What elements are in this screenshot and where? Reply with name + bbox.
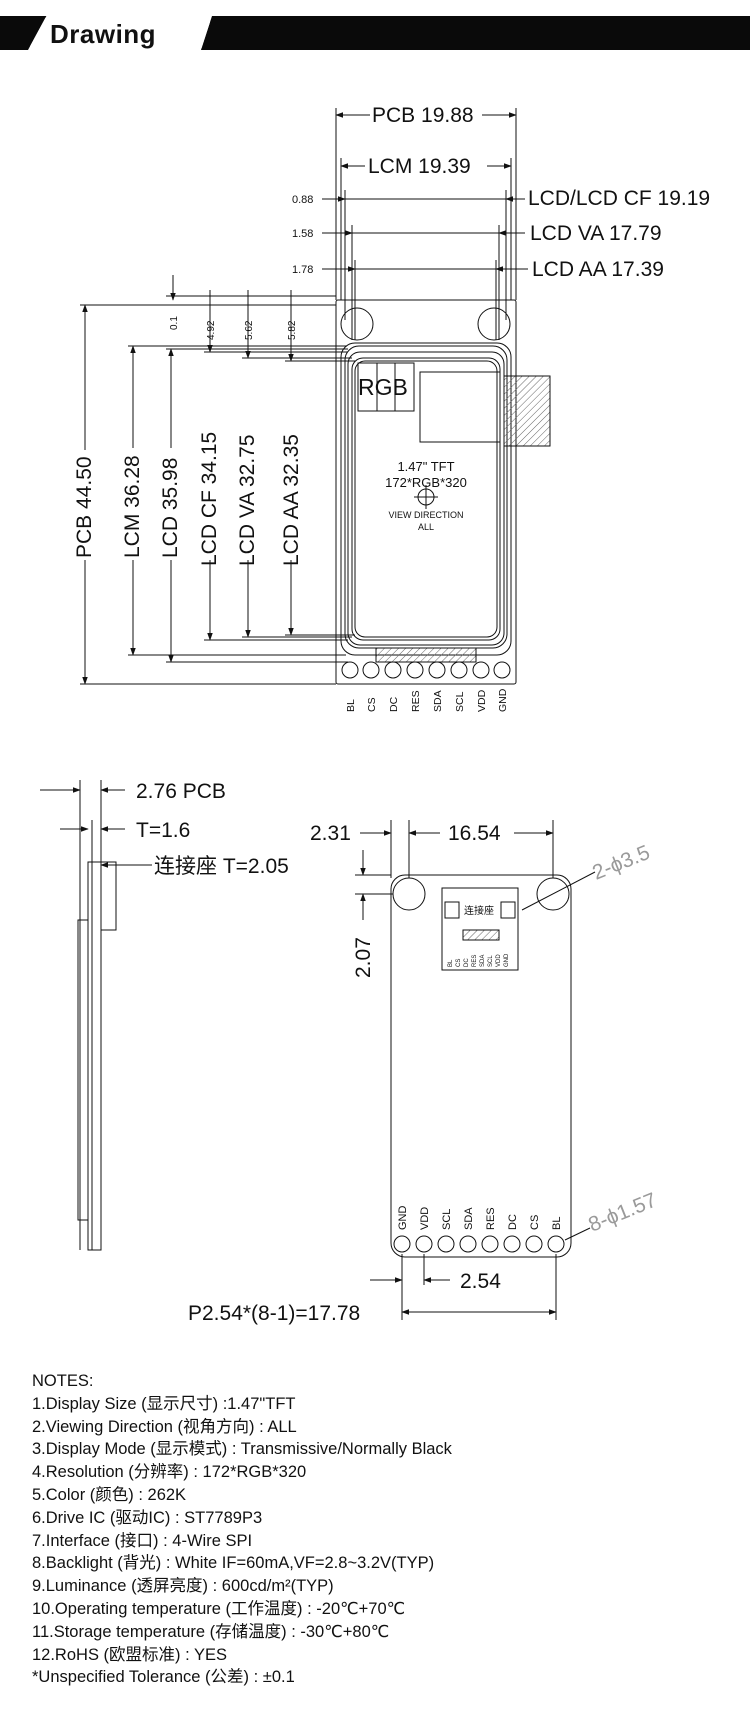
dim-pitch-total: P2.54*(8-1)=17.78 <box>188 1302 360 1325</box>
note-line: 3.Display Mode (显示模式) : Transmissive/Nor… <box>32 1440 452 1459</box>
connector-pin-labels: BL CS DC RES SDA SCL VDD GND <box>448 953 510 967</box>
dim-off-va: 1.58 <box>292 228 313 240</box>
dim-side-pcb: 2.76 PCB <box>136 780 226 803</box>
dim-lcd-aa-height: LCD AA 32.35 <box>280 434 303 566</box>
dim-off-582: 5.82 <box>287 320 298 340</box>
dim-hole-vertical: 2.07 <box>352 937 375 978</box>
note-line: 2.Viewing Direction (视角方向) : ALL <box>32 1417 297 1436</box>
note-line: 10.Operating temperature (工作温度) : -20℃+7… <box>32 1599 406 1618</box>
connector-pin-label: GND <box>504 953 510 967</box>
dim-lcm-width: LCM 19.39 <box>368 155 471 178</box>
back-pin-labels: GND VDD SCL SDA RES DC CS BL <box>397 1206 563 1231</box>
view-direction-value: ALL <box>418 522 434 532</box>
back-pin-label: CS <box>529 1215 541 1230</box>
front-view-text: PCB 19.88 LCM 19.39 LCD/LCD CF 19.19 LCD… <box>73 104 710 712</box>
note-line: 5.Color (颜色) : 262K <box>32 1485 187 1504</box>
front-pin-label: CS <box>366 697 378 712</box>
dim-off-562: 5.62 <box>244 320 255 340</box>
dim-hole-diameter: 2-ϕ3.5 <box>589 841 653 885</box>
front-pin-label: VDD <box>476 689 488 712</box>
dim-off-492: 4.92 <box>206 320 217 340</box>
dim-side-connector: 连接座 T=2.05 <box>154 855 289 878</box>
panel-size-label: 1.47" TFT <box>397 459 454 474</box>
section-title: Drawing <box>50 19 157 49</box>
note-line: 11.Storage temperature (存储温度) : -30℃+80℃ <box>32 1622 390 1641</box>
note-line: 7.Interface (接口) : 4-Wire SPI <box>32 1531 253 1550</box>
dim-side-t: T=1.6 <box>136 819 190 842</box>
side-view-text: 2.76 PCB T=1.6 连接座 T=2.05 <box>136 780 289 878</box>
section-header: Drawing <box>0 16 750 50</box>
back-view <box>355 820 596 1320</box>
connector-pin-label: CS <box>456 959 462 967</box>
side-view <box>40 780 152 1251</box>
header-tab <box>28 16 212 50</box>
front-pin-label: BL <box>345 699 357 712</box>
note-line: 6.Drive IC (驱动IC) : ST7789P3 <box>32 1508 263 1527</box>
connector-pin-label: SCL <box>488 955 494 967</box>
dim-pcb-height: PCB 44.50 <box>73 456 96 558</box>
note-line: 1.Display Size (显示尺寸) :1.47"TFT <box>32 1394 296 1413</box>
note-line: *Unspecified Tolerance (公差) : ±0.1 <box>32 1668 295 1687</box>
rgb-label: RGB <box>358 374 408 400</box>
dim-off-aa: 1.78 <box>292 264 313 276</box>
back-pin-label: VDD <box>419 1207 431 1230</box>
dim-pin-diameter: 8-ϕ1.57 <box>585 1189 660 1237</box>
connector-pin-label: RES <box>472 955 478 967</box>
dim-lcd-cf-height: LCD CF 34.15 <box>198 432 221 566</box>
note-line: 9.Luminance (透屏亮度) : 600cd/m²(TYP) <box>32 1577 334 1596</box>
note-line: 12.RoHS (欧盟标准) : YES <box>32 1645 227 1664</box>
back-pin-label: SCL <box>441 1209 453 1230</box>
connector-pin-label: BL <box>448 959 454 967</box>
dim-lcd-aa-width: LCD AA 17.39 <box>532 258 664 281</box>
dim-off-01: 0.1 <box>169 316 180 330</box>
dim-lcm-height: LCM 36.28 <box>121 455 144 558</box>
dim-pitch: 2.54 <box>460 1270 501 1293</box>
back-view-text: 2.31 16.54 2.07 2-ϕ3.5 8-ϕ1.57 2.54 P2.5… <box>188 822 660 1325</box>
panel-resolution-label: 172*RGB*320 <box>385 475 467 490</box>
dim-lcd-va-width: LCD VA 17.79 <box>530 222 662 245</box>
front-pads <box>341 661 511 679</box>
connector-pin-label: VDD <box>496 954 502 967</box>
dim-off-cf: 0.88 <box>292 194 313 206</box>
notes-section: NOTES: 1.Display Size (显示尺寸) :1.47"TFT 2… <box>32 1370 732 1689</box>
dim-hole-spacing: 16.54 <box>448 822 501 845</box>
note-line: 4.Resolution (分辨率) : 172*RGB*320 <box>32 1463 307 1482</box>
note-line: 8.Backlight (背光) : White IF=60mA,VF=2.8~… <box>32 1554 435 1573</box>
front-pin-label: DC <box>388 696 400 712</box>
back-pin-label: SDA <box>463 1207 475 1230</box>
connector-label: 连接座 <box>464 904 494 917</box>
dim-lcd-cf-width: LCD/LCD CF 19.19 <box>528 187 710 210</box>
connector-pin-label: SDA <box>480 955 486 967</box>
front-pin-label: GND <box>497 688 509 712</box>
dim-lcd-height: LCD 35.98 <box>159 458 182 558</box>
connector-pin-label: DC <box>464 958 470 967</box>
view-direction-label: VIEW DIRECTION <box>388 510 463 520</box>
front-pin-label: SCL <box>454 691 466 712</box>
dim-hole-offset: 2.31 <box>310 822 351 845</box>
front-view <box>80 108 551 685</box>
back-pin-label: RES <box>485 1207 497 1230</box>
notes-title: NOTES: <box>32 1372 94 1390</box>
back-pin-label: DC <box>507 1214 519 1230</box>
back-pin-label: GND <box>397 1206 409 1231</box>
dim-pcb-width: PCB 19.88 <box>372 104 474 127</box>
back-pin-label: BL <box>551 1217 563 1230</box>
front-pin-labels: BL CS DC RES SDA SCL VDD GND <box>345 688 509 712</box>
dim-lcd-va-height: LCD VA 32.75 <box>236 434 259 566</box>
front-pin-label: SDA <box>432 690 444 712</box>
front-pin-label: RES <box>410 690 422 712</box>
